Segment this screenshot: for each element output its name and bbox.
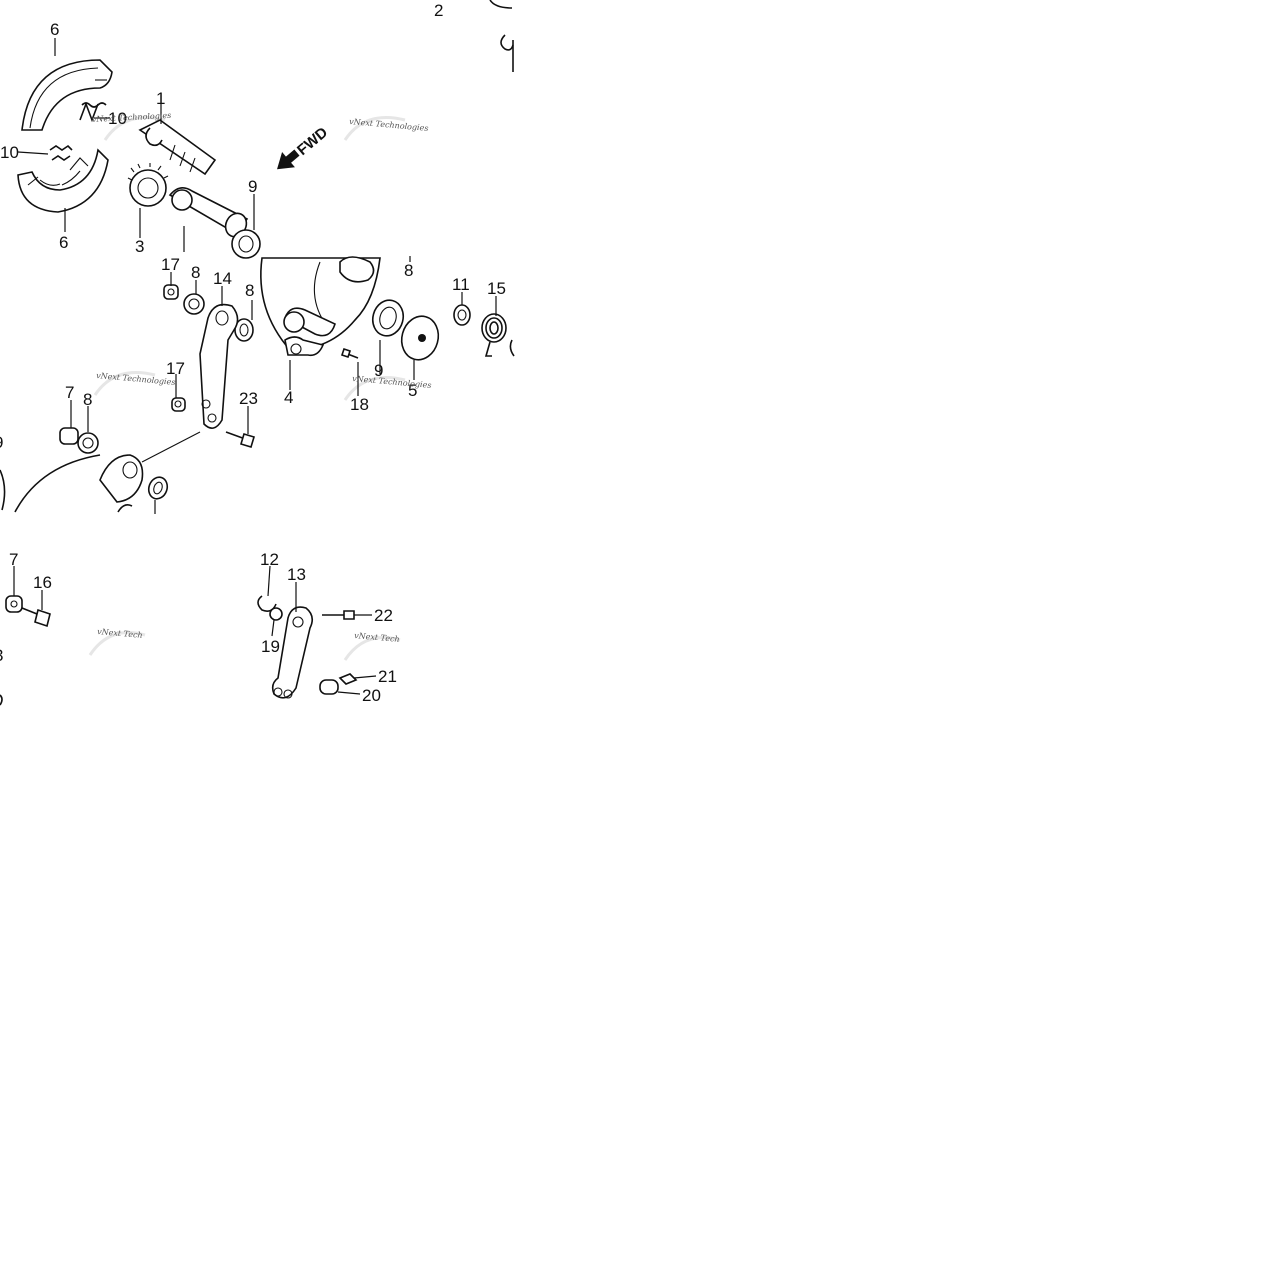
bolt-16 <box>21 607 51 628</box>
label-part-7-upper: 7 <box>65 383 74 402</box>
label-part-9-mid: 9 <box>374 361 383 380</box>
label-part-8-c: 8 <box>404 261 413 280</box>
bushing-17b <box>171 397 186 412</box>
joint-20 <box>319 679 361 695</box>
label-part-7-lower: 7 <box>9 550 18 569</box>
brake-panel <box>260 256 381 357</box>
fwd-arrow: FWD <box>277 124 331 170</box>
bushing-17a <box>163 284 179 300</box>
label-part-21: 21 <box>378 667 397 686</box>
seal-right-lower <box>147 476 169 514</box>
label-part-8-a: 8 <box>191 263 200 282</box>
label-part-10-lower: 10 <box>0 143 19 162</box>
shoe-spring-lower <box>49 144 73 161</box>
part-2-fragment <box>489 0 514 72</box>
seal-9-mid <box>371 299 405 337</box>
label-part-9-left: 9 <box>0 433 3 452</box>
label-part-9-top: 9 <box>248 177 257 196</box>
fragment-left-edge <box>0 694 3 706</box>
shoe-spring-upper <box>79 101 107 123</box>
label-part-16: 16 <box>33 573 52 592</box>
brake-shoe-upper <box>21 59 113 131</box>
watermark-2: vNext Technologies <box>349 117 429 133</box>
flat-washer-5 <box>400 315 440 361</box>
bolt-23 <box>225 431 255 448</box>
label-part-6-top: 6 <box>50 20 59 39</box>
washer-9-top <box>231 229 261 259</box>
indicator-plate <box>127 163 169 207</box>
leader-lines <box>13 38 497 637</box>
bushing-7a <box>59 427 79 445</box>
link-arm-13 <box>271 606 314 699</box>
label-part-1: 1 <box>156 89 165 108</box>
label-part-4: 4 <box>284 388 293 407</box>
label-part-2: 2 <box>434 1 443 20</box>
bushing-8a <box>183 293 205 315</box>
label-part-11: 11 <box>452 275 470 294</box>
brake-shoe-lower <box>17 148 109 213</box>
watermark-1: vNext Technologies <box>92 111 172 124</box>
bushing-8d <box>77 432 99 454</box>
bushing-8b <box>234 318 254 342</box>
label-part-17-upper: 17 <box>161 255 180 274</box>
label-part-22: 22 <box>374 606 393 625</box>
watermark-5: vNext Tech <box>97 627 143 640</box>
label-part-13: 13 <box>287 565 306 584</box>
lower-panel-fragment <box>0 431 201 513</box>
label-part-12: 12 <box>260 550 279 569</box>
watermark-6: vNext Tech <box>354 631 400 644</box>
label-part-14: 14 <box>213 269 232 288</box>
label-part-19: 19 <box>261 637 280 656</box>
brake-arm-14 <box>199 303 239 429</box>
label-part-18: 18 <box>350 395 369 414</box>
return-spring-15 <box>481 313 515 357</box>
nut-19 <box>269 607 283 621</box>
pin-22 <box>322 610 372 620</box>
label-part-6-bottom: 6 <box>59 233 68 252</box>
label-part-3: 3 <box>135 237 144 256</box>
label-part-8-d: 8 <box>83 390 92 409</box>
bolt-18 <box>340 347 359 359</box>
part-labels: 2 6 10 1 10 9 3 6 17 8 14 8 8 11 15 17 4… <box>0 1 506 705</box>
label-part-23: 23 <box>239 389 258 408</box>
label-part-17-lower: 17 <box>166 359 185 378</box>
label-part-3-left: 3 <box>0 646 3 665</box>
label-part-10-upper: 10 <box>108 109 127 128</box>
pivot-collar <box>168 187 249 238</box>
bushing-7b <box>5 595 23 613</box>
label-part-20: 20 <box>362 686 381 705</box>
brake-cam-shaft <box>138 119 217 176</box>
label-part-5: 5 <box>408 381 417 400</box>
washer-11 <box>453 304 471 326</box>
fwd-label: FWD <box>294 124 331 159</box>
clip-21 <box>338 673 377 685</box>
label-part-8-b: 8 <box>245 281 254 300</box>
watermark-ghost-logos <box>88 116 406 661</box>
label-part-15: 15 <box>487 279 506 298</box>
